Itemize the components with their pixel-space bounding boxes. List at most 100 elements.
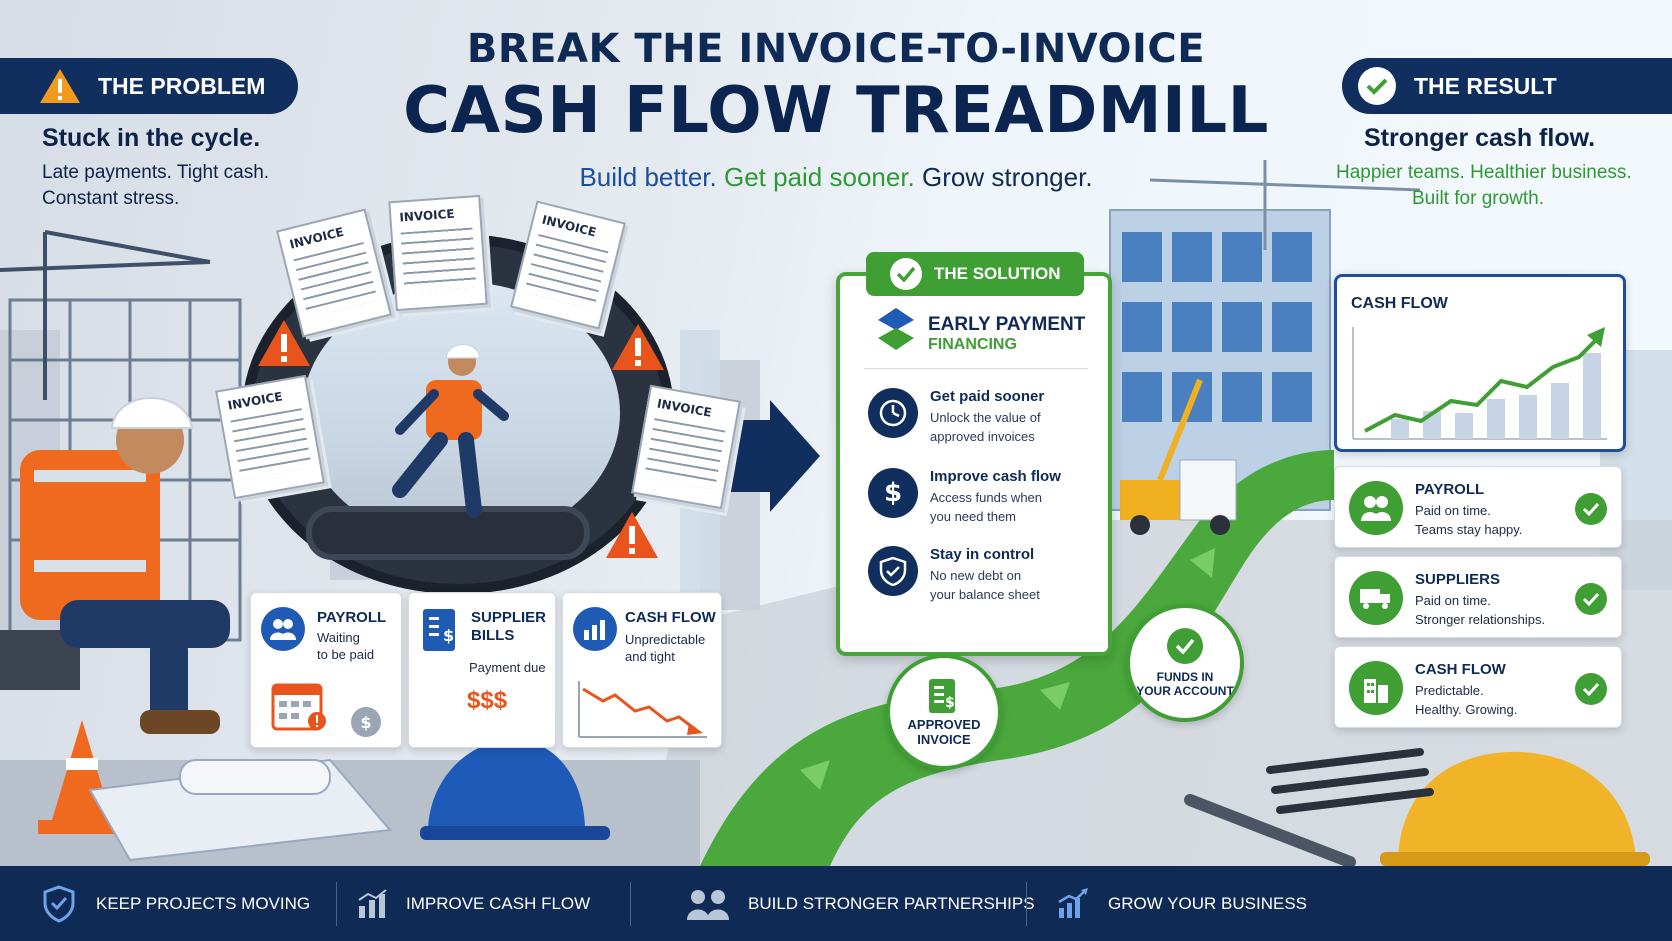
problem-card-title: BILLS — [471, 627, 515, 644]
truck-icon — [1349, 571, 1403, 625]
svg-text:$: $ — [443, 626, 454, 645]
funds-line-2: YOUR ACCOUNT — [1136, 684, 1234, 698]
building-icon — [1349, 661, 1403, 715]
result-card-text-2: Teams stay happy. — [1415, 522, 1523, 537]
result-card-title: SUPPLIERS — [1415, 571, 1501, 588]
problem-card-text: to be paid — [317, 647, 375, 662]
footer-divider — [336, 882, 337, 926]
people-icon — [1349, 481, 1403, 535]
chart-title: CASH FLOW — [1351, 295, 1448, 312]
brand-line-1: EARLY PAYMENT — [928, 314, 1086, 335]
result-card-text: Predictable. Healthy. Growing. — [1415, 681, 1517, 719]
result-card-title: CASH FLOW — [1415, 661, 1506, 678]
people-icon — [261, 607, 305, 651]
bar-chart-icon — [358, 888, 387, 918]
solution-item-title: Improve cash flow — [930, 468, 1061, 485]
bill-document-icon: $ — [423, 609, 455, 651]
problem-card-text: Unpredictable — [625, 632, 706, 647]
footer-item-label: IMPROVE CASH FLOW — [406, 893, 591, 913]
check-icon — [1575, 583, 1607, 615]
check-icon — [1575, 673, 1607, 705]
problem-card-title: CASH FLOW — [625, 609, 716, 626]
title-line-1: BREAK THE INVOICE-TO-INVOICE — [466, 26, 1206, 72]
solution-label-tab: THE SOLUTION — [866, 252, 1084, 296]
warning-icon — [606, 512, 658, 558]
svg-text:$: $ — [945, 695, 955, 711]
invoice-label: INVOICE — [655, 396, 713, 420]
problem-card-title: SUPPLIER — [471, 609, 547, 626]
check-icon — [1167, 628, 1203, 664]
problem-label: THE PROBLEM — [98, 72, 266, 99]
dollar-icon: $ — [868, 468, 918, 518]
solution-item-text: Unlock the value of — [930, 410, 1041, 425]
problem-line-1: Late payments. Tight cash. — [42, 162, 270, 183]
people-icon — [687, 889, 729, 920]
result-card-suppliers: SUPPLIERS Paid on time.Stronger relation… — [1334, 556, 1622, 638]
solution-card: EARLY PAYMENT FINANCING Get paid sooner … — [836, 272, 1112, 656]
solution-item-text: your balance sheet — [930, 587, 1040, 602]
dollar-coin-icon: $ — [351, 707, 381, 737]
solution-item-text: Access funds when — [930, 490, 1043, 505]
brand-logo-icon — [878, 308, 914, 350]
footer-item-label: GROW YOUR BUSINESS — [1108, 893, 1307, 913]
warning-icon — [258, 320, 310, 366]
shield-check-icon — [868, 546, 918, 596]
growth-chart-icon — [1058, 887, 1088, 918]
result-card-text: Paid on time. Teams stay happy. — [1415, 501, 1522, 539]
treadmill-belt — [306, 506, 590, 560]
problem-card-cash-flow: CASH FLOW Unpredictable and tight — [562, 592, 722, 748]
running-worker-icon — [392, 344, 509, 518]
check-icon — [890, 258, 922, 290]
problem-card-payroll: PAYROLL Waiting to be paid $ — [250, 592, 402, 748]
warning-icon — [612, 324, 664, 370]
payment-amount: $$$ — [467, 687, 508, 714]
cash-flow-chart-card: CASH FLOW — [1334, 274, 1626, 452]
footer-divider — [1026, 882, 1027, 926]
problem-heading: Stuck in the cycle. — [42, 124, 261, 152]
problem-label-pill: THE PROBLEM — [0, 58, 298, 114]
solution-item-text: you need them — [930, 509, 1017, 524]
footer-item-label: BUILD STRONGER PARTNERSHIPS — [748, 893, 1035, 913]
footer-item-label: KEEP PROJECTS MOVING — [96, 893, 311, 913]
tagline: Build better. Get paid sooner. Grow stro… — [0, 162, 1672, 193]
check-icon — [1358, 67, 1396, 105]
result-card-text-1: Paid on time. — [1415, 503, 1491, 518]
result-card-title: PAYROLL — [1415, 481, 1485, 498]
result-card-text: Paid on time.Stronger relationships. — [1415, 591, 1545, 629]
result-card-text-1: Predictable. — [1415, 683, 1484, 698]
approved-invoice-line-1: APPROVED — [907, 717, 981, 732]
solution-item-text: No new debt on — [930, 568, 1022, 583]
result-card-payroll: PAYROLL Paid on time. Teams stay happy. — [1334, 466, 1622, 548]
approved-invoice-line-2: INVOICE — [917, 732, 971, 747]
tagline-part-1: Build better. — [579, 162, 717, 192]
result-card-text-2: Healthy. Growing. — [1415, 702, 1518, 717]
solution-item-title: Stay in control — [930, 546, 1035, 563]
check-icon — [1575, 493, 1607, 525]
footer-item-improve-cash-flow: IMPROVE CASH FLOW — [356, 866, 590, 941]
title-line-2: CASH FLOW TREADMILL — [403, 74, 1269, 148]
result-card-cash-flow: CASH FLOW Predictable. Healthy. Growing. — [1334, 646, 1622, 728]
funds-line-1: FUNDS IN — [1156, 670, 1214, 684]
tagline-part-2: Get paid sooner. — [723, 162, 915, 192]
divider — [864, 368, 1088, 369]
problem-card-title: PAYROLL — [317, 609, 387, 626]
calendar-icon — [271, 683, 326, 731]
growth-chart-icon — [1352, 327, 1607, 440]
tagline-part-3: Grow stronger. — [922, 162, 1093, 192]
result-label: THE RESULT — [1414, 72, 1557, 99]
problem-card-text: Waiting — [317, 630, 360, 645]
invoice-label: INVOICE — [540, 212, 598, 240]
solution-label: THE SOLUTION — [934, 264, 1061, 283]
shield-icon — [43, 884, 75, 923]
invoice-document: INVOICE — [631, 384, 741, 510]
footer-item-grow-business: GROW YOUR BUSINESS — [1056, 866, 1307, 941]
result-card-text-1: Paid on time. — [1415, 593, 1491, 608]
footer-item-build-partnerships: BUILD STRONGER PARTNERSHIPS — [686, 866, 1035, 941]
problem-card-text: Payment due — [469, 660, 546, 675]
invoice-label: INVOICE — [398, 206, 456, 225]
solution-item-text: approved invoices — [930, 429, 1035, 444]
funds-in-account-badge: FUNDS IN YOUR ACCOUNT — [1126, 604, 1244, 722]
footer-bar: KEEP PROJECTS MOVING IMPROVE CASH FLOW B… — [0, 866, 1672, 941]
footer-divider — [630, 882, 631, 926]
approved-invoice-badge: $ APPROVED INVOICE — [886, 654, 1002, 770]
